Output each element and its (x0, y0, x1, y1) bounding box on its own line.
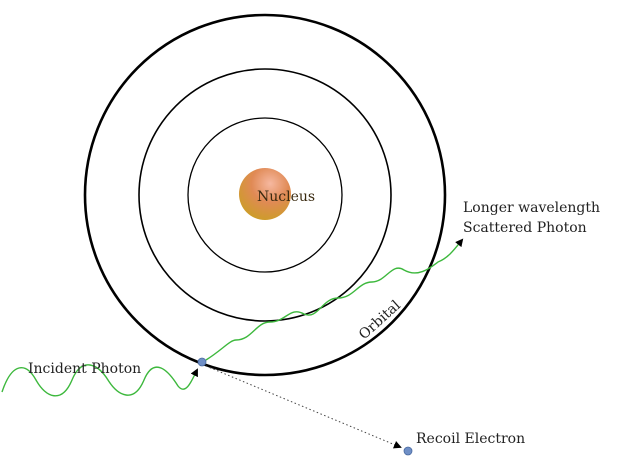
middle-orbit (138, 68, 392, 322)
nucleus (239, 168, 291, 220)
recoil-electron (403, 446, 413, 456)
incident-photon-wave (1, 364, 198, 397)
scattered-photon-wave (205, 238, 464, 361)
orbital-label: Orbital (356, 297, 404, 343)
outer-orbit (83, 13, 447, 377)
recoil-path (205, 365, 402, 449)
nucleus-label: Nucleus (257, 189, 315, 205)
recoil-electron-label: Recoil Electron (416, 431, 525, 447)
electron (197, 357, 207, 367)
incident-photon-label: Incident Photon (28, 361, 141, 377)
scattered-photon-label-line2: Scattered Photon (463, 220, 587, 236)
scattered-photon-label-line1: Longer wavelength (463, 200, 600, 216)
inner-orbit (187, 117, 343, 273)
